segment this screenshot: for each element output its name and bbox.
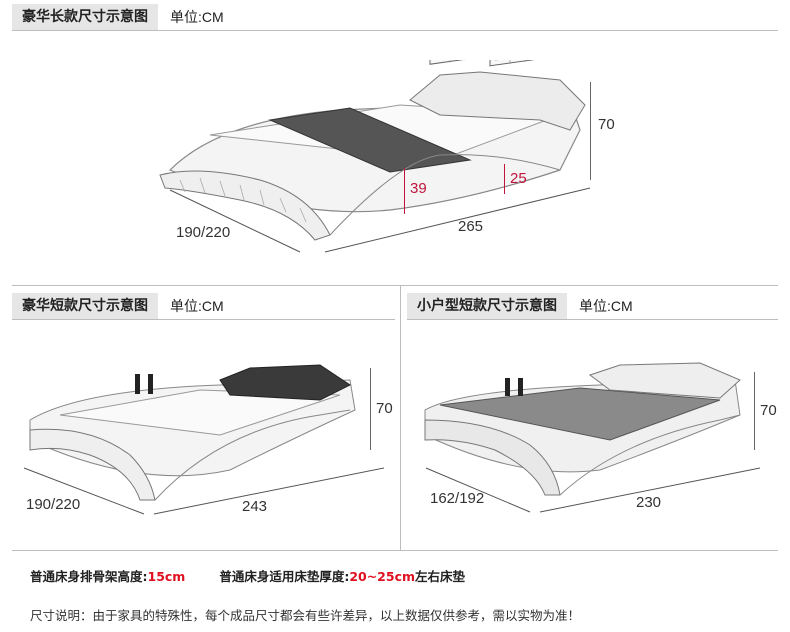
size-note: 尺寸说明：由于家具的特殊性，每个成品尺寸都会有些许差异，以上数据仅供参考，需以实… bbox=[30, 608, 581, 623]
top-height-line bbox=[590, 82, 591, 180]
mattress-suffix: 左右床垫 bbox=[415, 569, 466, 584]
top-dim-headboard: 39 bbox=[410, 180, 427, 197]
bl-section-rule bbox=[12, 319, 395, 320]
bed-illustration-compact bbox=[424, 362, 741, 496]
frame-value: 15cm bbox=[147, 569, 186, 584]
br-dim-width: 162/192 bbox=[430, 490, 485, 507]
top-section-title: 豪华长款尺寸示意图 bbox=[12, 4, 158, 30]
frame-label: 普通床身排骨架高度: bbox=[30, 569, 148, 584]
top-dim-length: 265 bbox=[458, 218, 484, 235]
br-dim-length: 230 bbox=[636, 494, 662, 511]
top-dim-height: 70 bbox=[598, 116, 615, 133]
bed-illustration-short bbox=[29, 364, 356, 501]
bl-dim-lines bbox=[23, 467, 385, 515]
top-dim-side: 25 bbox=[510, 170, 527, 187]
top-dim-width: 190/220 bbox=[176, 224, 231, 241]
br-section-rule bbox=[407, 319, 778, 320]
bl-section-unit: 单位:CM bbox=[170, 298, 224, 314]
top-section-header: 豪华长款尺寸示意图 单位:CM bbox=[12, 4, 224, 30]
top-headboard-line bbox=[404, 168, 405, 214]
mattress-value: 20~25cm bbox=[349, 569, 416, 584]
bl-dim-length: 243 bbox=[242, 498, 268, 515]
br-height-line bbox=[754, 372, 755, 450]
br-dim-height: 70 bbox=[760, 402, 777, 419]
spec-line: 普通床身排骨架高度:15cm 普通床身适用床垫厚度:20~25cm左右床垫 bbox=[30, 566, 465, 585]
br-dim-lines bbox=[425, 467, 761, 513]
bl-section-header: 豪华短款尺寸示意图 单位:CM bbox=[12, 293, 224, 319]
br-section-unit: 单位:CM bbox=[579, 298, 633, 314]
top-section-unit: 单位:CM bbox=[170, 9, 224, 25]
bed-illustration-long bbox=[159, 60, 586, 241]
top-side-line bbox=[504, 164, 505, 194]
br-section-title: 小户型短款尺寸示意图 bbox=[407, 293, 567, 319]
divider-mid bbox=[12, 285, 778, 286]
divider-footer bbox=[12, 550, 778, 551]
top-dim-lines bbox=[169, 187, 591, 253]
bl-dim-width: 190/220 bbox=[26, 496, 81, 513]
divider-vertical bbox=[400, 286, 401, 550]
bl-height-line bbox=[370, 368, 371, 450]
br-section-header: 小户型短款尺寸示意图 单位:CM bbox=[407, 293, 633, 319]
bl-section-title: 豪华短款尺寸示意图 bbox=[12, 293, 158, 319]
mattress-label: 普通床身适用床垫厚度: bbox=[219, 569, 350, 584]
bl-dim-height: 70 bbox=[376, 400, 393, 417]
top-section-rule bbox=[12, 30, 778, 31]
